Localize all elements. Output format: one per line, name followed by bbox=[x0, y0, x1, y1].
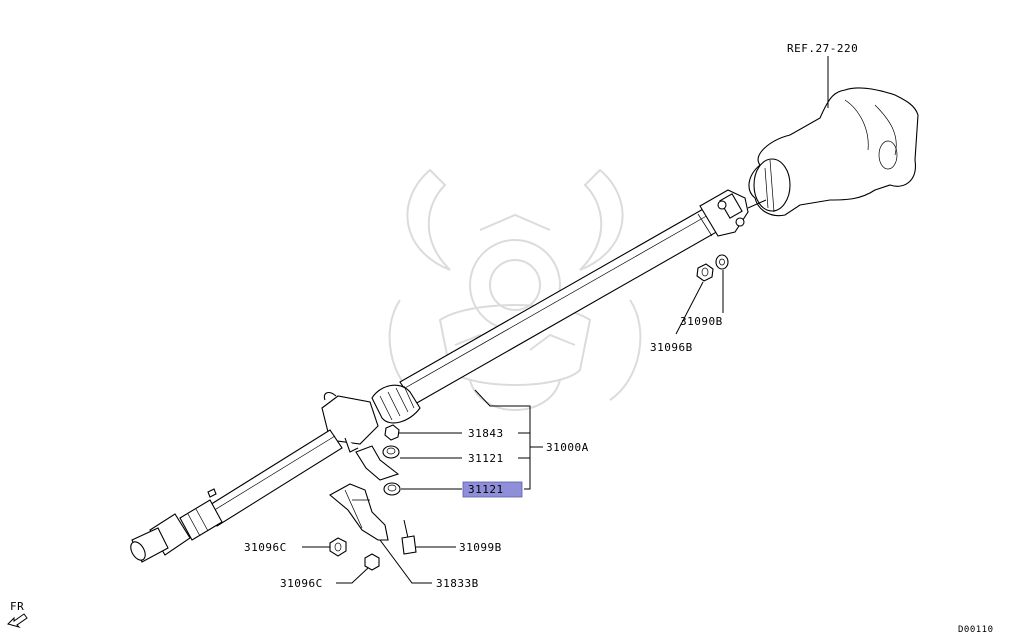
label-31099B[interactable]: 31099B bbox=[459, 541, 502, 554]
label-31096C-2[interactable]: 31096C bbox=[280, 577, 323, 590]
label-31096B[interactable]: 31096B bbox=[650, 341, 693, 354]
highlight-box bbox=[462, 481, 523, 498]
label-31121-a[interactable]: 31121 bbox=[468, 452, 504, 465]
label-31000A[interactable]: 31000A bbox=[546, 441, 589, 454]
propeller-shaft bbox=[130, 189, 767, 563]
small-parts bbox=[329, 254, 729, 571]
diagram-code: D00110 bbox=[958, 625, 994, 635]
label-31121-b[interactable]: 31121 bbox=[468, 483, 504, 496]
label-31843[interactable]: 31843 bbox=[468, 427, 504, 440]
watermark-logo bbox=[388, 168, 642, 411]
leader-lines bbox=[302, 270, 724, 584]
transfer-case bbox=[748, 87, 919, 217]
label-31833B[interactable]: 31833B bbox=[436, 577, 479, 590]
front-arrow-icon bbox=[7, 613, 28, 628]
label-31090B[interactable]: 31090B bbox=[680, 315, 723, 328]
fr-label: FR bbox=[10, 600, 24, 613]
label-31096C-1[interactable]: 31096C bbox=[244, 541, 287, 554]
ref-label: REF.27-220 bbox=[787, 42, 858, 55]
